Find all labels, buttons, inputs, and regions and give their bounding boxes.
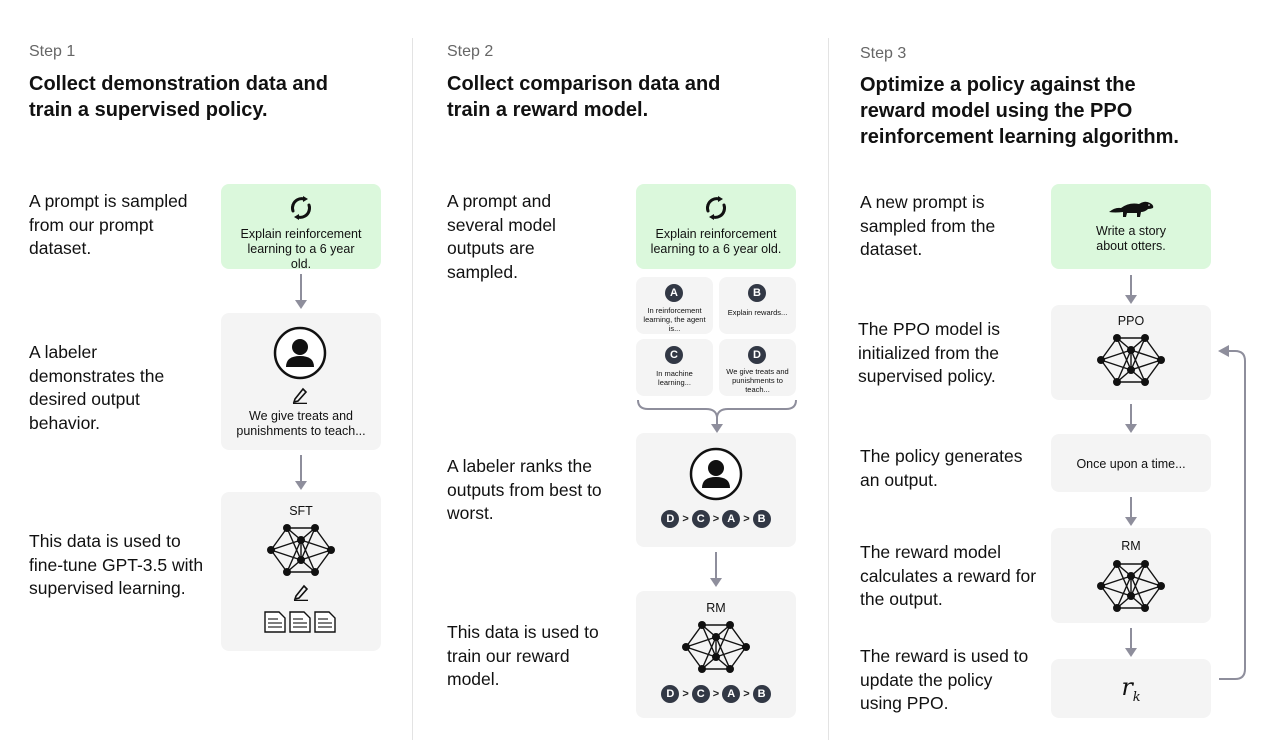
rank-sep: > — [682, 688, 689, 700]
output-card-b: B Explain rewards... — [719, 277, 796, 334]
step3-desc-update: The reward is used to update the policy … — [860, 646, 1029, 713]
step3-prompt-card: Write a story about otters. — [1051, 184, 1211, 269]
rank-sep: > — [743, 513, 750, 525]
step3-output-text: Once upon a time... — [1076, 457, 1186, 471]
step3-reward-card: rk — [1051, 659, 1211, 718]
step2-model-label: RM — [706, 601, 726, 615]
neural-network-icon — [1097, 560, 1165, 612]
step1-prompt-text: Explain reinforcement learning to a 6 ye… — [240, 227, 362, 271]
arrow-down-icon — [1125, 275, 1137, 304]
user-icon — [689, 447, 743, 501]
rank-sep: > — [712, 688, 720, 700]
rank-2: C — [691, 685, 710, 703]
step3-desc-reward: The reward model calculates a reward for… — [860, 542, 1037, 609]
ranking-row: D > C > A > B — [636, 510, 796, 530]
neural-network-icon — [267, 524, 335, 576]
neural-network-icon — [1097, 334, 1165, 386]
rank-sep: > — [682, 513, 689, 525]
output-badge-c: C — [665, 346, 683, 364]
arrow-down-icon — [1125, 497, 1137, 526]
rank-3: A — [722, 685, 741, 703]
arrow-down-icon — [1125, 628, 1137, 657]
column-divider-1 — [412, 38, 413, 740]
arrow-down-icon — [295, 455, 307, 490]
step1-model-label: SFT — [289, 504, 313, 518]
rank-sep: > — [712, 513, 720, 525]
output-badge-b: B — [748, 284, 766, 302]
brace-connector — [637, 399, 797, 433]
rank-4: B — [752, 685, 771, 703]
step2-rm-card: RM D > C > A > — [636, 591, 796, 718]
step3-desc-prompt: A new prompt is sampled from the dataset… — [860, 192, 996, 259]
feedback-loop-arrow — [1218, 345, 1246, 680]
column-divider-2 — [828, 38, 829, 740]
arrow-down-icon — [710, 552, 722, 587]
step1-column: Step 1 Collect demonstration data and tr… — [0, 0, 412, 740]
pencil-icon — [292, 387, 308, 404]
user-icon — [273, 326, 327, 380]
reward-symbol: rk — [1051, 673, 1211, 705]
output-card-c: C In machine learning... — [636, 339, 713, 396]
documents-icon — [264, 611, 336, 633]
step3-label: Step 3 — [860, 45, 907, 62]
step2-prompt-text: Explain reinforcement learning to a 6 ye… — [650, 227, 782, 256]
reward-symbol-sub: k — [1132, 689, 1141, 705]
rank-sep: > — [743, 688, 750, 700]
step1-desc-train: This data is used to fine-tune GPT-3.5 w… — [29, 531, 204, 598]
step1-prompt-card: Explain reinforcement learning to a 6 ye… — [221, 184, 381, 271]
refresh-icon — [705, 196, 727, 220]
step2-prompt-card: Explain reinforcement learning to a 6 ye… — [636, 184, 796, 269]
step1-label: Step 1 — [29, 43, 76, 60]
step3-ppo-card: PPO — [1051, 305, 1211, 400]
neural-network-icon — [682, 621, 750, 673]
output-text-b: Explain rewards... — [727, 308, 788, 317]
step3-rm-card: RM — [1051, 528, 1211, 623]
output-badge-a: A — [665, 284, 683, 302]
step2-title: Collect comparison data and train a rewa… — [447, 73, 721, 121]
arrow-down-icon — [295, 274, 307, 309]
output-text-d: We give treats and punishments to teach.… — [726, 367, 789, 394]
ranking-row: D > C > A > B — [636, 685, 796, 705]
rank-1: D — [661, 685, 680, 703]
step3-column: Step 3 Optimize a policy against the rew… — [828, 0, 1280, 740]
output-card-a: A In reinforcement learning, the agent i… — [636, 277, 713, 334]
refresh-icon — [290, 196, 312, 220]
step2-desc-prompt: A prompt and several model outputs are s… — [447, 191, 556, 282]
step2-label: Step 2 — [447, 43, 494, 60]
step3-desc-init: The PPO model is initialized from the su… — [858, 319, 1000, 386]
output-badge-d: D — [748, 346, 766, 364]
step3-title: Optimize a policy against the reward mod… — [860, 74, 1179, 148]
step1-labeler-card: We give treats and punishments to teach.… — [221, 313, 381, 450]
step3-desc-generate: The policy generates an output. — [860, 446, 1023, 490]
step3-ppo-label: PPO — [1117, 314, 1145, 328]
step2-desc-rank: A labeler ranks the outputs from best to… — [447, 456, 602, 523]
step2-ranking-card: D > C > A > B — [636, 433, 796, 547]
reward-symbol-r: r — [1121, 673, 1133, 701]
step1-sft-card: SFT — [221, 492, 381, 651]
output-text-c: In machine learning... — [656, 369, 693, 387]
step1-title: Collect demonstration data and train a s… — [29, 73, 328, 121]
rank-3: A — [722, 510, 741, 528]
arrow-down-icon — [1125, 404, 1137, 433]
step3-rm-label: RM — [1121, 539, 1141, 553]
step3-prompt-text: Write a story about otters. — [1096, 224, 1166, 253]
step2-desc-train: This data is used to train our reward mo… — [447, 622, 599, 689]
output-card-d: D We give treats and punishments to teac… — [719, 339, 796, 396]
step1-desc-prompt: A prompt is sampled from our prompt data… — [29, 191, 188, 258]
step1-desc-labeler: A labeler demonstrates the desired outpu… — [29, 342, 165, 433]
rank-4: B — [752, 510, 771, 528]
otter-icon — [1109, 201, 1154, 217]
step2-column: Step 2 Collect comparison data and train… — [412, 0, 828, 740]
rank-2: C — [691, 510, 710, 528]
output-text-a: In reinforcement learning, the agent is.… — [643, 306, 706, 333]
rank-1: D — [661, 510, 680, 528]
step3-output-card: Once upon a time... — [1051, 434, 1211, 492]
step1-demo-text: We give treats and punishments to teach.… — [236, 409, 366, 438]
pencil-icon — [293, 584, 309, 601]
